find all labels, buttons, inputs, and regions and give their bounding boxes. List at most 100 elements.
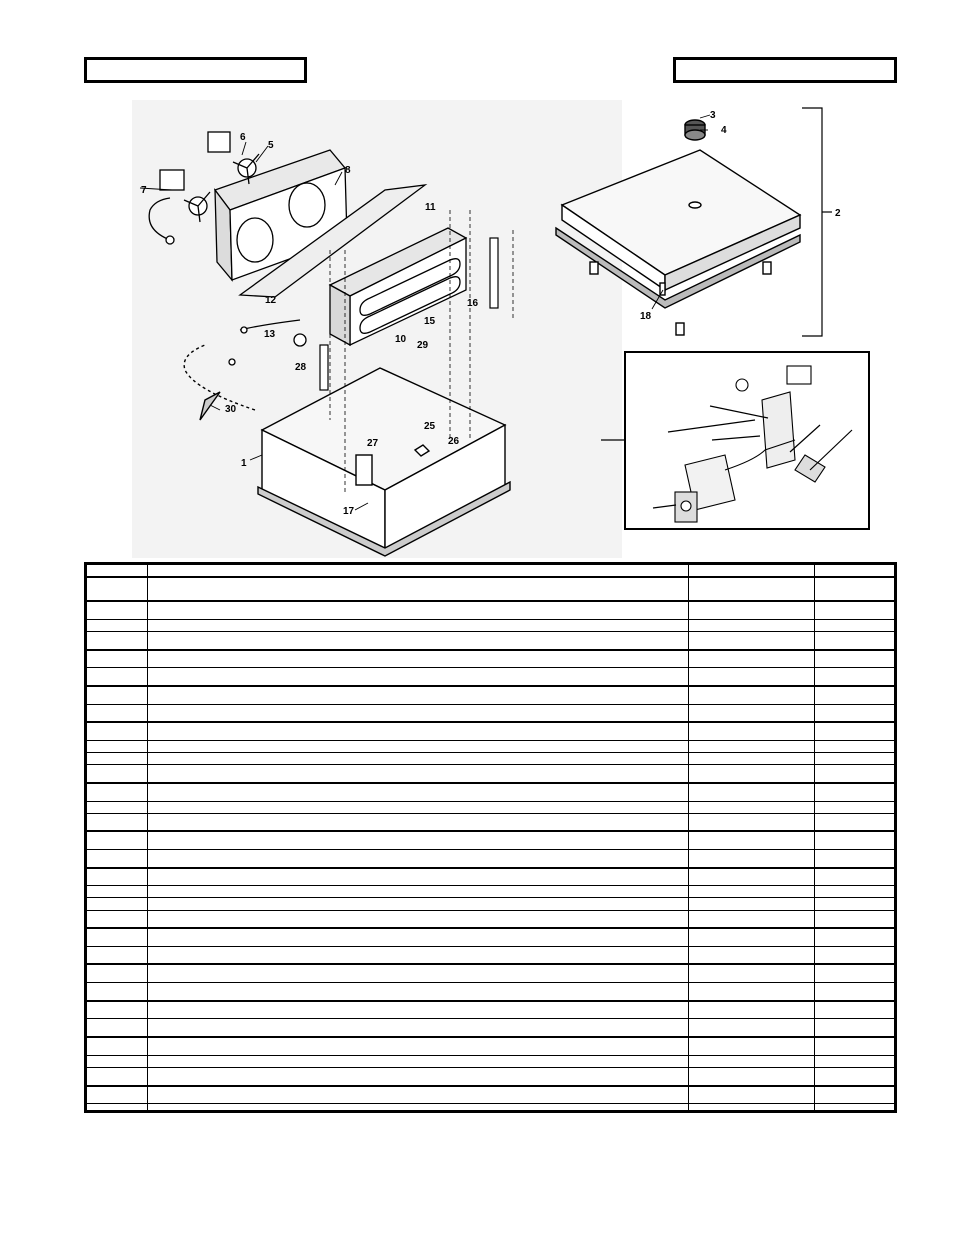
callout-29: 29 — [417, 340, 429, 351]
table-cell — [146, 1103, 688, 1110]
table-cell — [813, 631, 897, 651]
fan-bracket-assembly — [148, 131, 428, 298]
table-cell — [687, 782, 814, 802]
table-row — [87, 631, 897, 651]
table-cell — [146, 704, 688, 724]
callout-12: 12 — [265, 295, 277, 306]
table-cell — [687, 601, 814, 620]
table-cell — [87, 577, 147, 603]
table-cell — [87, 1018, 147, 1039]
table-row — [87, 1067, 897, 1087]
table-row — [87, 764, 897, 784]
table-cell — [687, 764, 814, 784]
table-cell — [87, 631, 147, 651]
table-cell — [813, 704, 897, 724]
table-header-row — [87, 565, 897, 579]
callout-11: 11 — [425, 202, 436, 213]
table-cell — [87, 1104, 147, 1110]
table-cell — [146, 1067, 688, 1087]
table-row — [87, 867, 897, 887]
table-cell — [687, 1055, 814, 1068]
exploded-parts-diagram: 1 2 3 4 5 6 7 8 10 11 12 13 15 16 17 18 … — [132, 100, 870, 558]
callout-15: 15 — [424, 316, 436, 327]
table-cell — [687, 831, 814, 850]
table-cell — [87, 752, 147, 766]
table-cell — [813, 1103, 897, 1110]
table-cell — [146, 752, 688, 766]
table-row — [87, 1055, 897, 1068]
callout-28: 28 — [295, 362, 307, 373]
table-row — [87, 782, 897, 802]
table-cell — [146, 831, 688, 850]
table-cell — [687, 982, 814, 1002]
callout-5: 5 — [268, 140, 274, 151]
table-row — [87, 946, 897, 966]
callout-2: 2 — [835, 208, 841, 219]
callout-8: 8 — [345, 165, 351, 176]
callout-6: 6 — [240, 132, 246, 143]
parts-list-table — [84, 562, 897, 1113]
callout-27: 27 — [367, 438, 379, 449]
table-cell — [813, 1000, 897, 1020]
table-row — [87, 619, 897, 633]
table-cell — [687, 722, 814, 742]
table-cell — [813, 577, 897, 603]
table-cell — [87, 619, 147, 633]
table-cell — [687, 1000, 814, 1020]
table-cell — [813, 782, 897, 802]
header-title-right — [673, 57, 897, 83]
table-cell — [87, 1000, 147, 1020]
table-cell — [813, 885, 897, 899]
table-cell — [87, 867, 147, 887]
table-row — [87, 686, 897, 705]
table-cell — [146, 813, 688, 833]
table-cell — [687, 686, 814, 705]
table-cell — [813, 1067, 897, 1087]
table-cell — [146, 601, 688, 620]
table-row — [87, 1085, 897, 1105]
table-cell — [87, 946, 147, 966]
table-cell — [687, 577, 814, 603]
table-cell — [146, 619, 688, 633]
table-cell — [146, 867, 688, 887]
table-cell — [687, 704, 814, 724]
table-cell — [687, 752, 814, 766]
table-cell — [87, 782, 147, 802]
table-cell — [87, 1085, 147, 1105]
table-cell — [687, 813, 814, 833]
table-cell — [813, 867, 897, 887]
table-row — [87, 601, 897, 620]
callout-16: 16 — [467, 298, 479, 309]
table-cell — [87, 982, 147, 1002]
table-cell — [87, 831, 147, 850]
table-cell — [146, 964, 688, 984]
table-cell — [687, 946, 814, 966]
table-row — [87, 964, 897, 984]
table-cell — [87, 964, 147, 984]
table-cell — [687, 1018, 814, 1039]
table-cell — [813, 1018, 897, 1039]
table-cell — [687, 897, 814, 911]
table-cell — [146, 1055, 688, 1068]
lid-assembly — [555, 119, 802, 336]
table-cell — [813, 619, 897, 633]
table-cell — [813, 649, 897, 669]
table-cell — [813, 1085, 897, 1105]
table-cell — [87, 801, 147, 814]
table-cell — [87, 813, 147, 833]
table-cell — [146, 1085, 688, 1105]
table-cell — [813, 740, 897, 754]
table-cell — [87, 565, 147, 579]
table-cell — [687, 801, 814, 814]
table-cell — [87, 649, 147, 669]
table-cell — [687, 631, 814, 651]
table-cell — [87, 601, 147, 620]
table-cell — [813, 928, 897, 947]
table-cell — [87, 1067, 147, 1087]
table-cell — [87, 1055, 147, 1068]
table-cell — [687, 928, 814, 947]
table-cell — [87, 1037, 147, 1056]
table-row — [87, 831, 897, 850]
table-row — [87, 704, 897, 724]
table-cell — [813, 1037, 897, 1056]
